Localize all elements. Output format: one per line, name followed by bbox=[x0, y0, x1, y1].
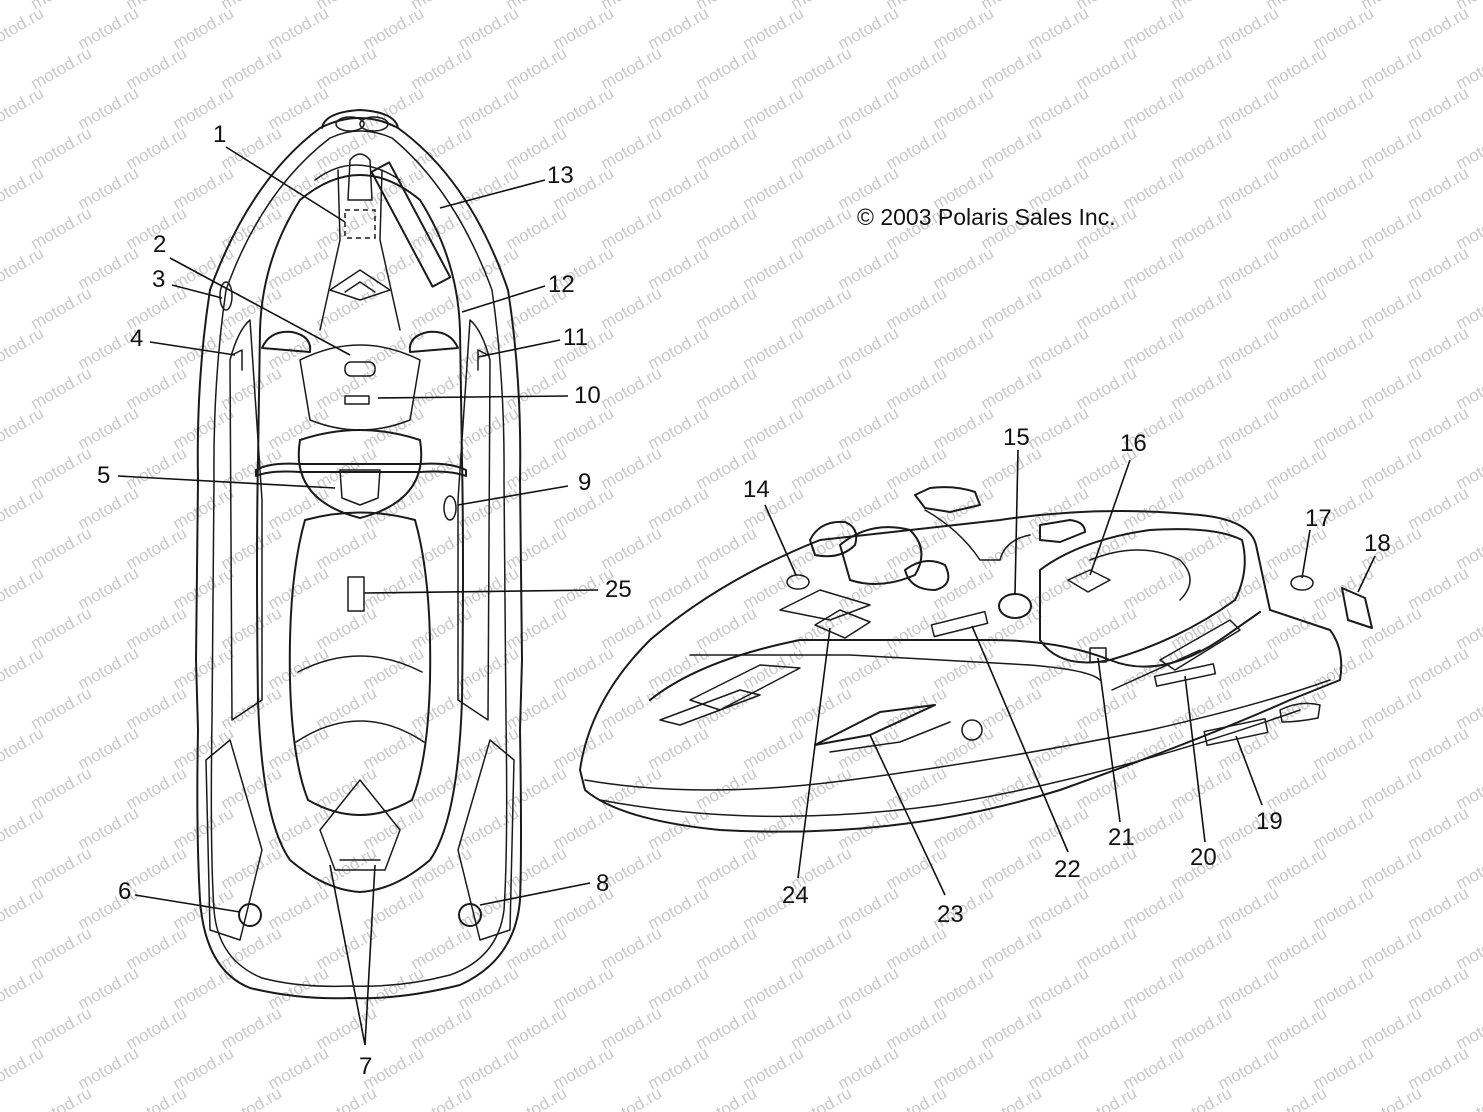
callout-6: 6 bbox=[118, 878, 131, 905]
callout-18: 18 bbox=[1364, 530, 1391, 557]
perspective-view-watercraft bbox=[579, 486, 1373, 833]
callout-4: 4 bbox=[130, 325, 143, 352]
watermark-text: motod.ru bbox=[123, 1083, 191, 1112]
callout-23: 23 bbox=[937, 901, 964, 928]
watermark-text: motod.ru bbox=[1263, 1083, 1331, 1112]
callout-13: 13 bbox=[547, 162, 574, 189]
callout-14: 14 bbox=[743, 476, 770, 503]
watermark-text: motod.ru bbox=[788, 1083, 856, 1112]
watermark-text: motod.ru bbox=[0, 643, 47, 693]
callout-16: 16 bbox=[1120, 430, 1147, 457]
watermark-text: motod.ru bbox=[978, 1083, 1046, 1112]
watermark-text: motod.ru bbox=[0, 3, 47, 53]
callout-20: 20 bbox=[1190, 844, 1217, 871]
watermark-text: motod.ru bbox=[0, 83, 47, 133]
callout-3: 3 bbox=[152, 266, 165, 293]
callout-9: 9 bbox=[578, 469, 591, 496]
top-view-watercraft bbox=[195, 109, 523, 1000]
callout-5: 5 bbox=[97, 462, 110, 489]
callout-11: 11 bbox=[563, 324, 588, 351]
callout-7: 7 bbox=[359, 1053, 372, 1080]
watermark-text: motod.ru bbox=[218, 1083, 286, 1112]
watermark-text: motod.ru bbox=[0, 243, 47, 293]
watermark-text: motod.ru bbox=[1358, 1083, 1426, 1112]
callout-22: 22 bbox=[1054, 856, 1081, 883]
watermark-text: motod.ru bbox=[0, 723, 47, 773]
watermark-text: motod.ru bbox=[0, 963, 47, 1013]
callout-19: 19 bbox=[1256, 808, 1283, 835]
watermark-text: motod.ru bbox=[0, 1043, 47, 1093]
callout-21: 21 bbox=[1108, 824, 1135, 851]
watermark-text: motod.ru bbox=[0, 323, 47, 373]
callout-17: 17 bbox=[1305, 505, 1332, 532]
watermark-text: motod.ru bbox=[883, 1083, 951, 1112]
watermark-text: motod.ru bbox=[1168, 1083, 1236, 1112]
watermark-text: motod.ru bbox=[28, 1083, 96, 1112]
callout-12: 12 bbox=[548, 271, 575, 298]
copyright-text: © 2003 Polaris Sales Inc. bbox=[857, 204, 1116, 230]
callout-1: 1 bbox=[213, 121, 226, 148]
watermark-text: motod.ru bbox=[693, 1083, 761, 1112]
watermark-text: motod.ru bbox=[1453, 1083, 1483, 1112]
watermark-text: motod.ru bbox=[313, 1083, 381, 1112]
watermark-text: motod.ru bbox=[0, 403, 47, 453]
callout-2: 2 bbox=[153, 231, 166, 258]
watermark-text: motod.ru bbox=[598, 1083, 666, 1112]
watermark-text: motod.ru bbox=[0, 483, 47, 533]
callout-25: 25 bbox=[605, 576, 632, 603]
callout-24: 24 bbox=[782, 882, 809, 909]
watermark-text: motod.ru bbox=[0, 163, 47, 213]
watermark-text: motod.ru bbox=[0, 883, 47, 933]
watermark-text: motod.ru bbox=[0, 563, 47, 613]
leader-lines bbox=[117, 146, 1376, 1046]
watermark-text: motod.ru bbox=[503, 1083, 571, 1112]
callout-labels: 1 2 3 4 5 6 7 8 9 10 11 12 13 14 15 16 1… bbox=[97, 121, 1391, 1080]
watermark-text: motod.ru bbox=[0, 803, 47, 853]
callout-8: 8 bbox=[596, 870, 609, 897]
callout-10: 10 bbox=[574, 382, 601, 409]
watermark-text: motod.ru bbox=[1073, 1083, 1141, 1112]
watermark-text: motod.ru bbox=[408, 1083, 476, 1112]
callout-15: 15 bbox=[1003, 424, 1030, 451]
